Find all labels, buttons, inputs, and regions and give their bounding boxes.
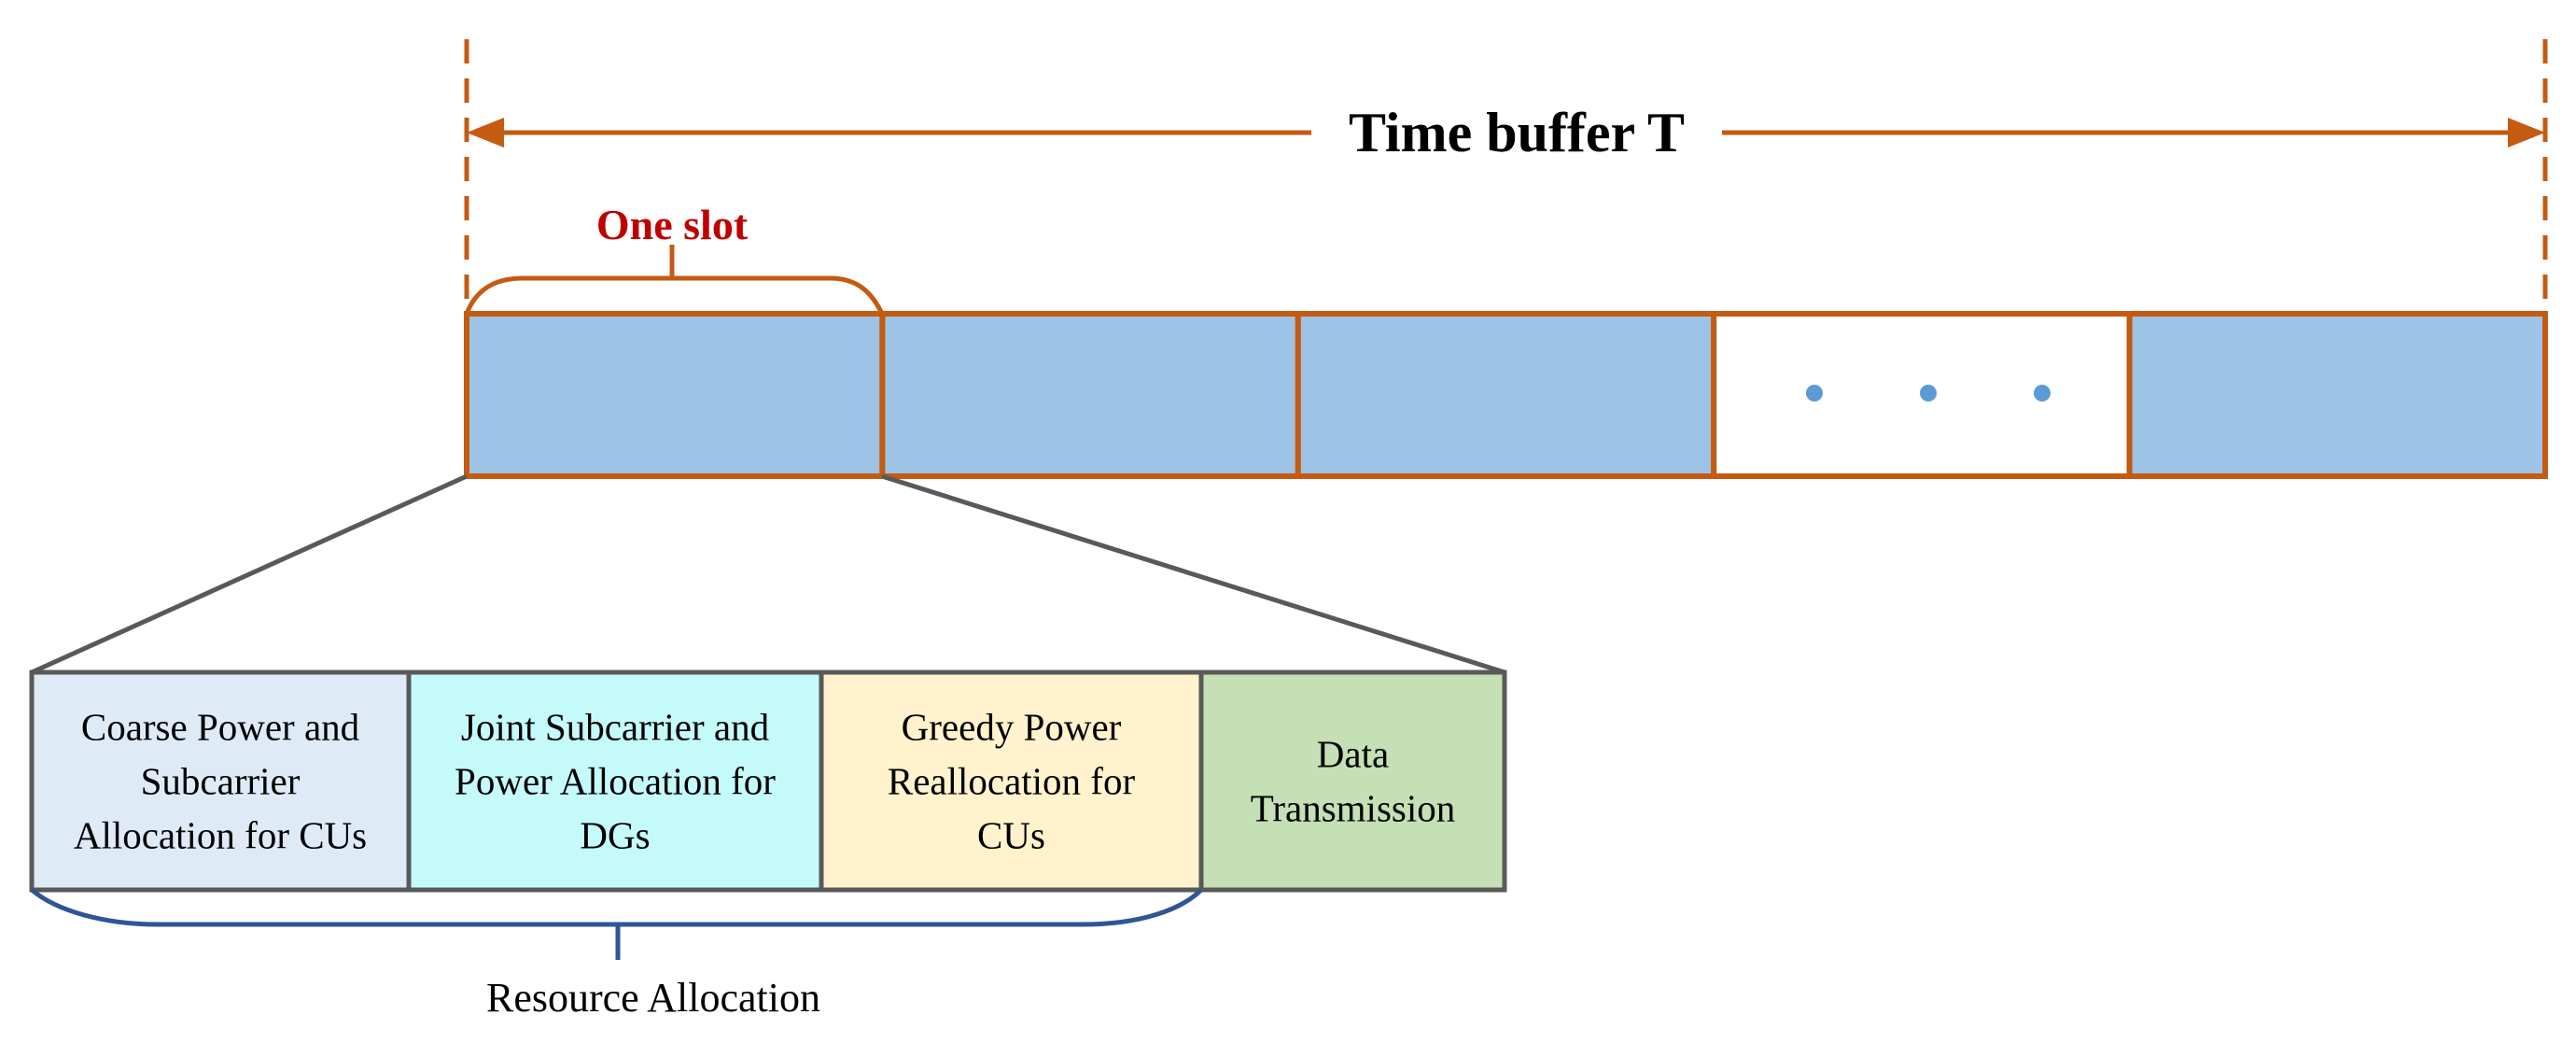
one-slot-label: One slot [596,201,749,248]
one-slot-brace [464,275,885,316]
arrow-left-head-icon [467,118,504,148]
slot-last [2126,311,2549,479]
phase-box-3 [819,669,1204,893]
phase-box-1-label-line: Subcarrier [141,760,301,803]
phase-box-2-label-line: Power Allocation for [455,760,776,803]
ellipsis-dot-icon [1806,385,1823,402]
slot-2 [879,311,1301,479]
phase-box-3-label-line: Reallocation for [888,760,1136,803]
zoom-line-left [30,473,469,675]
slot-1 [464,311,886,479]
phase-box-2-label-line: Joint Subcarrier and [461,706,769,749]
ellipsis-dot-icon [1920,385,1937,402]
phase-box-2-label-line: DGs [580,814,650,857]
phase-box-3-label-line: Greedy Power [902,706,1122,749]
phase-box-1-label-line: Coarse Power and [81,706,359,749]
zoom-line-right [881,473,1505,675]
time-buffer-title: Time buffer T [1349,102,1685,163]
slots-row [464,311,2549,479]
resource-allocation-brace [30,888,1203,927]
slot-3 [1295,311,1717,479]
phase-box-4-label-line: Transmission [1251,787,1456,830]
resource-allocation-label: Resource Allocation [486,975,820,1021]
ellipsis-dot-icon [2034,385,2051,402]
phase-box-1 [29,669,412,893]
arrow-right-head-icon [2508,118,2545,148]
phase-box-4 [1198,669,1507,893]
phase-box-3-label-line: CUs [977,814,1045,857]
phase-box-4-label-line: Data [1317,733,1389,776]
phase-box-1-label-line: Allocation for CUs [74,814,367,857]
